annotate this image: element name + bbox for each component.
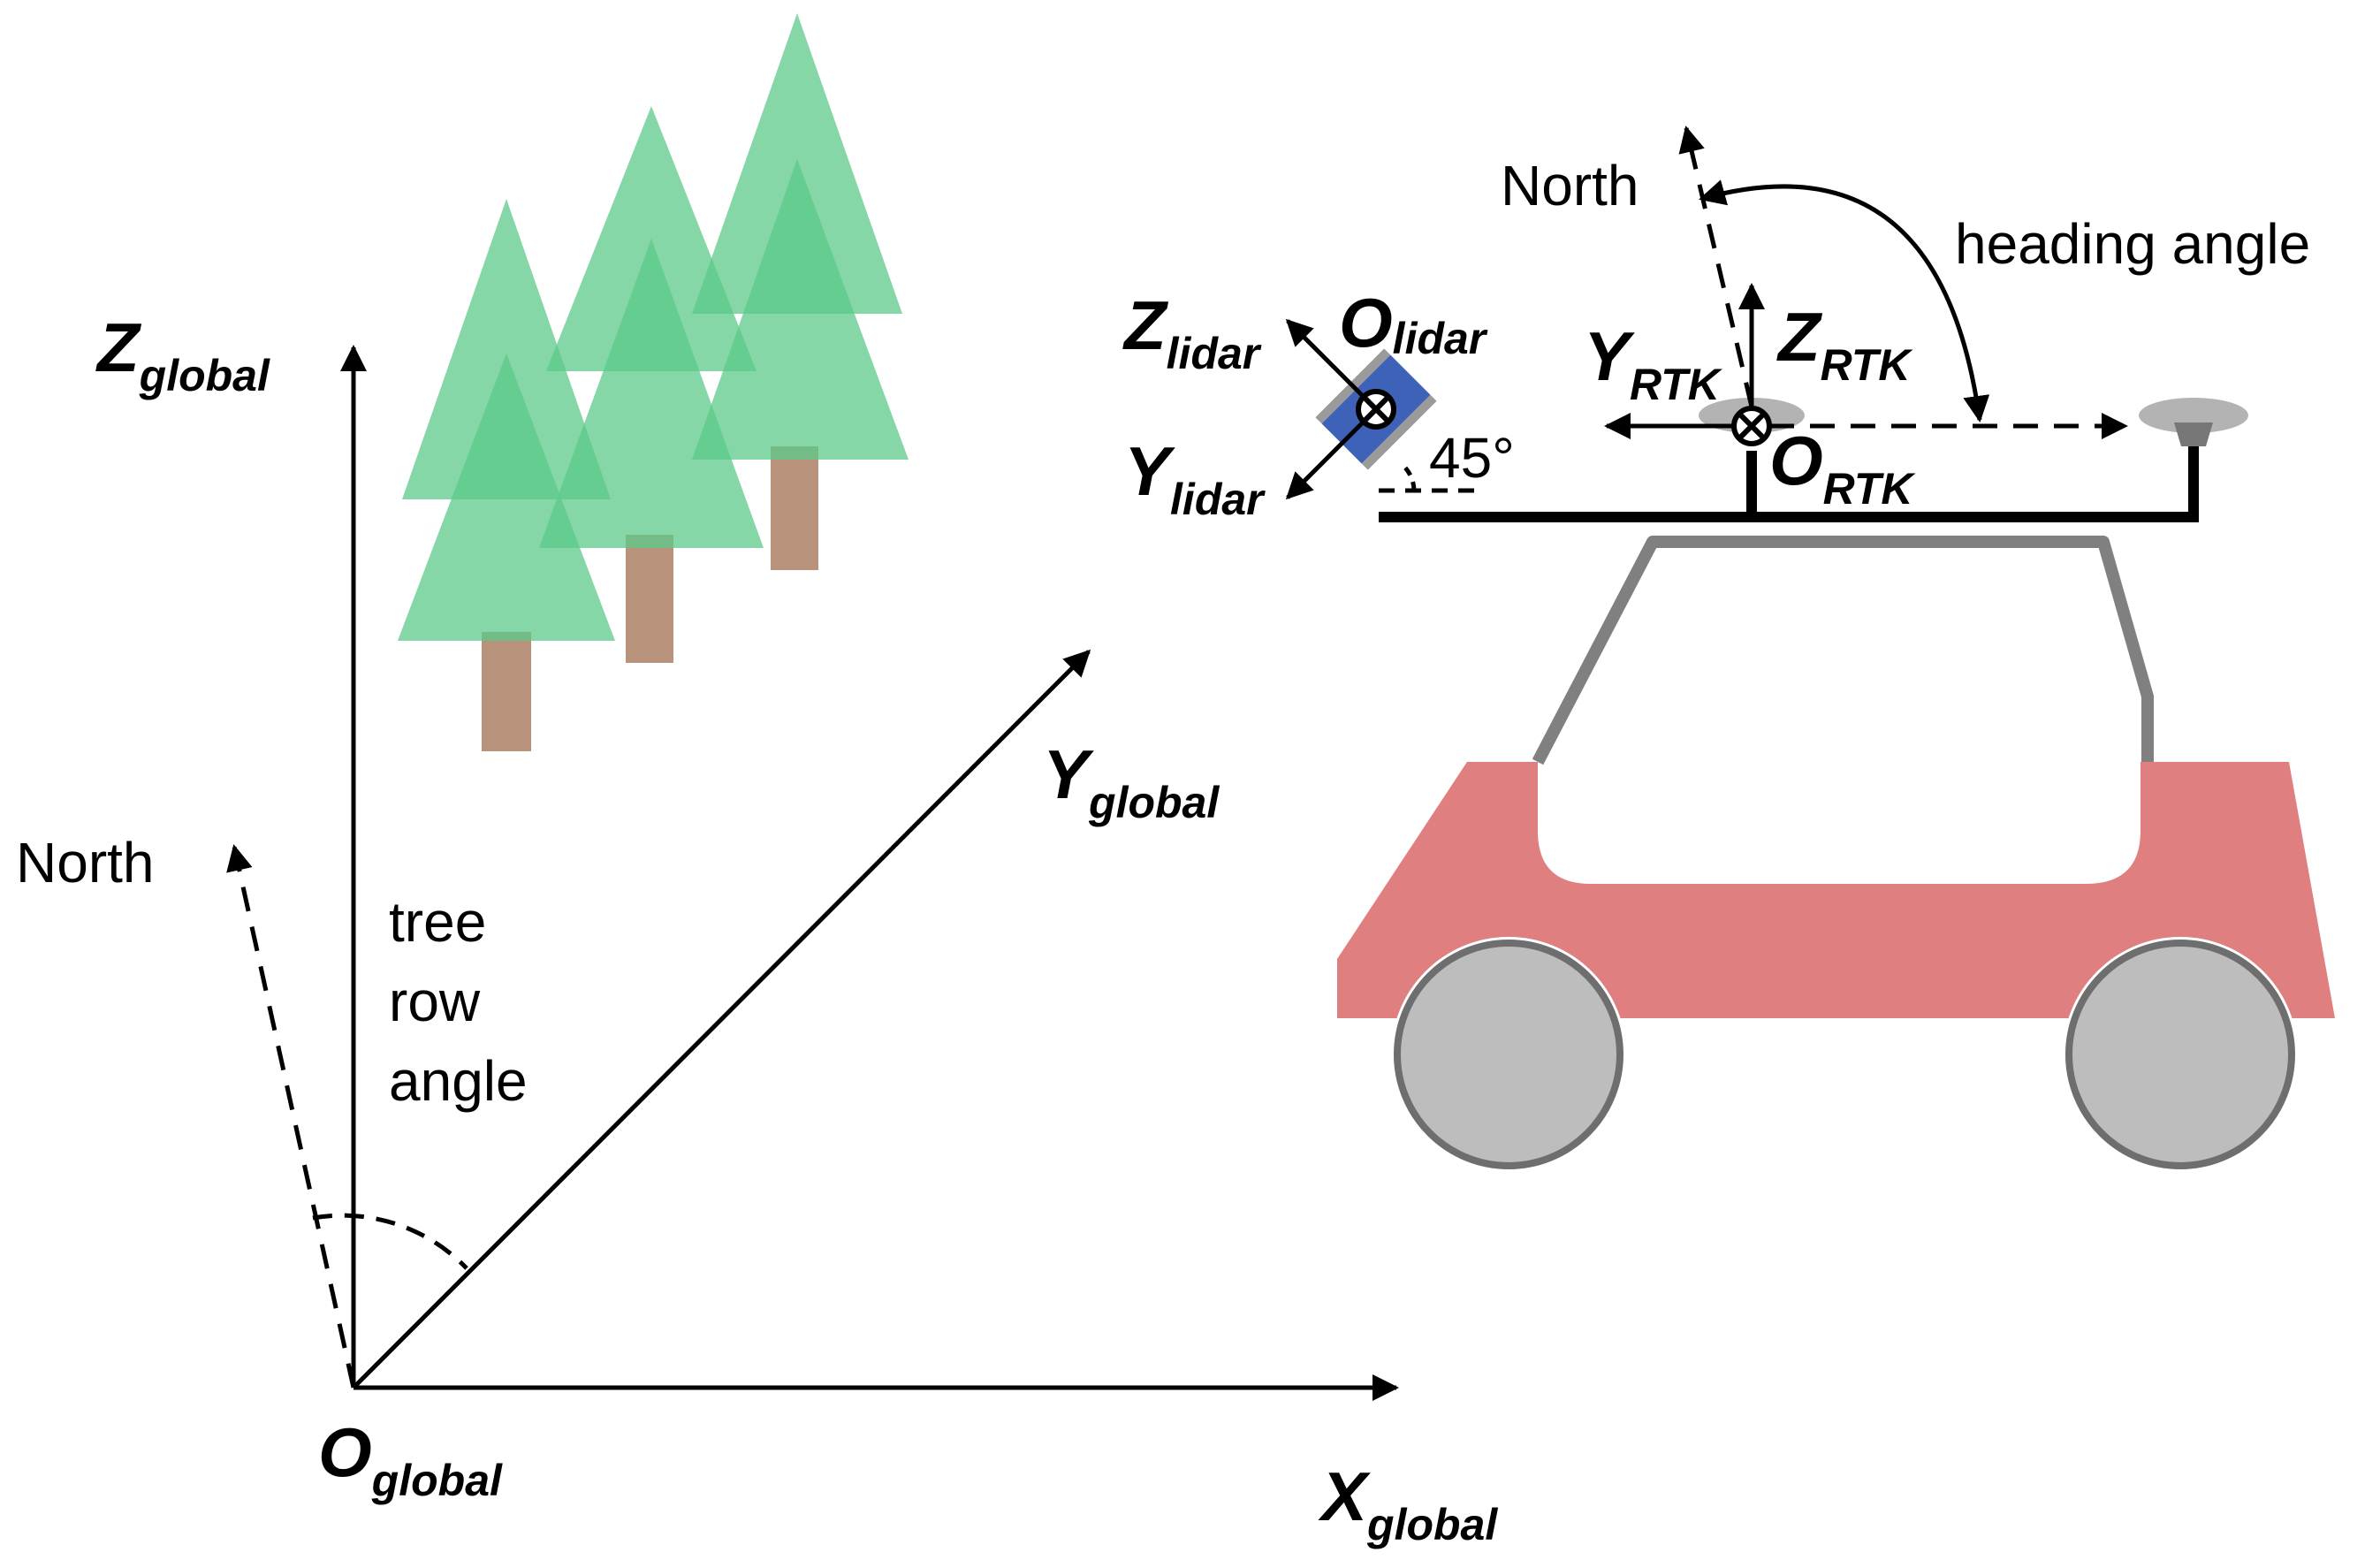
vehicle [1337, 536, 2335, 1172]
car-body [1337, 762, 2335, 1018]
z-rtk-label: ZRTK [1776, 298, 1913, 390]
tree-front [692, 13, 909, 570]
z-lidar-axis [1285, 318, 1378, 411]
tree-row-angle-label-3: angle [389, 1049, 528, 1113]
tree-back [398, 199, 615, 751]
z-lidar-label: Zlidar [1122, 286, 1262, 378]
y-lidar-label: Ylidar [1124, 432, 1266, 524]
heading-angle-arc [1699, 179, 1990, 422]
y-rtk-label: YRTK [1584, 317, 1723, 409]
heading-angle-label: heading angle [1955, 212, 2310, 276]
o-rtk-label: ORTK [1769, 422, 1916, 514]
o-global-label: Oglobal [318, 1413, 503, 1505]
antenna-dome [2139, 398, 2248, 433]
lidar-tilt-arc [1402, 464, 1417, 491]
rear-wheel [2065, 940, 2295, 1169]
z-global-label: Zglobal [95, 308, 270, 400]
tree-row-angle-arc [312, 1213, 468, 1270]
car-roof-frame [1532, 536, 2154, 765]
o-lidar-label: Olidar [1339, 284, 1488, 363]
global-axes [226, 345, 1399, 1401]
rtk-origin-cross [1737, 411, 1767, 441]
y-global-axis [352, 649, 1091, 1389]
rtk-antenna-rear [2139, 398, 2248, 446]
tree-trunk [482, 632, 531, 751]
tree-trunk [626, 535, 673, 663]
north-label-right: North [1501, 154, 1639, 217]
y-lidar-axis [1285, 407, 1378, 500]
antenna-base [2174, 422, 2213, 446]
tree-row-angle-label-1: tree [389, 890, 486, 954]
tree-canopy [539, 239, 764, 548]
tree-canopy [402, 199, 611, 499]
lidar-cap [1361, 394, 1437, 470]
y-global-label: Yglobal [1043, 735, 1220, 827]
lidar-tilt-angle-label: 45° [1429, 426, 1515, 490]
lidar-origin-cross [1361, 394, 1391, 424]
lidar-sensor [1285, 318, 1485, 500]
tree-trunk [771, 446, 818, 570]
tree-canopy [398, 354, 615, 641]
north-label-left: North [16, 831, 155, 894]
tree-row-angle-label-2: row [389, 970, 481, 1033]
x-global-label: Xglobal [1318, 1457, 1498, 1549]
north-dashed-arrow [226, 844, 356, 1389]
tree-canopy [692, 159, 909, 460]
front-wheel [1394, 940, 1623, 1169]
